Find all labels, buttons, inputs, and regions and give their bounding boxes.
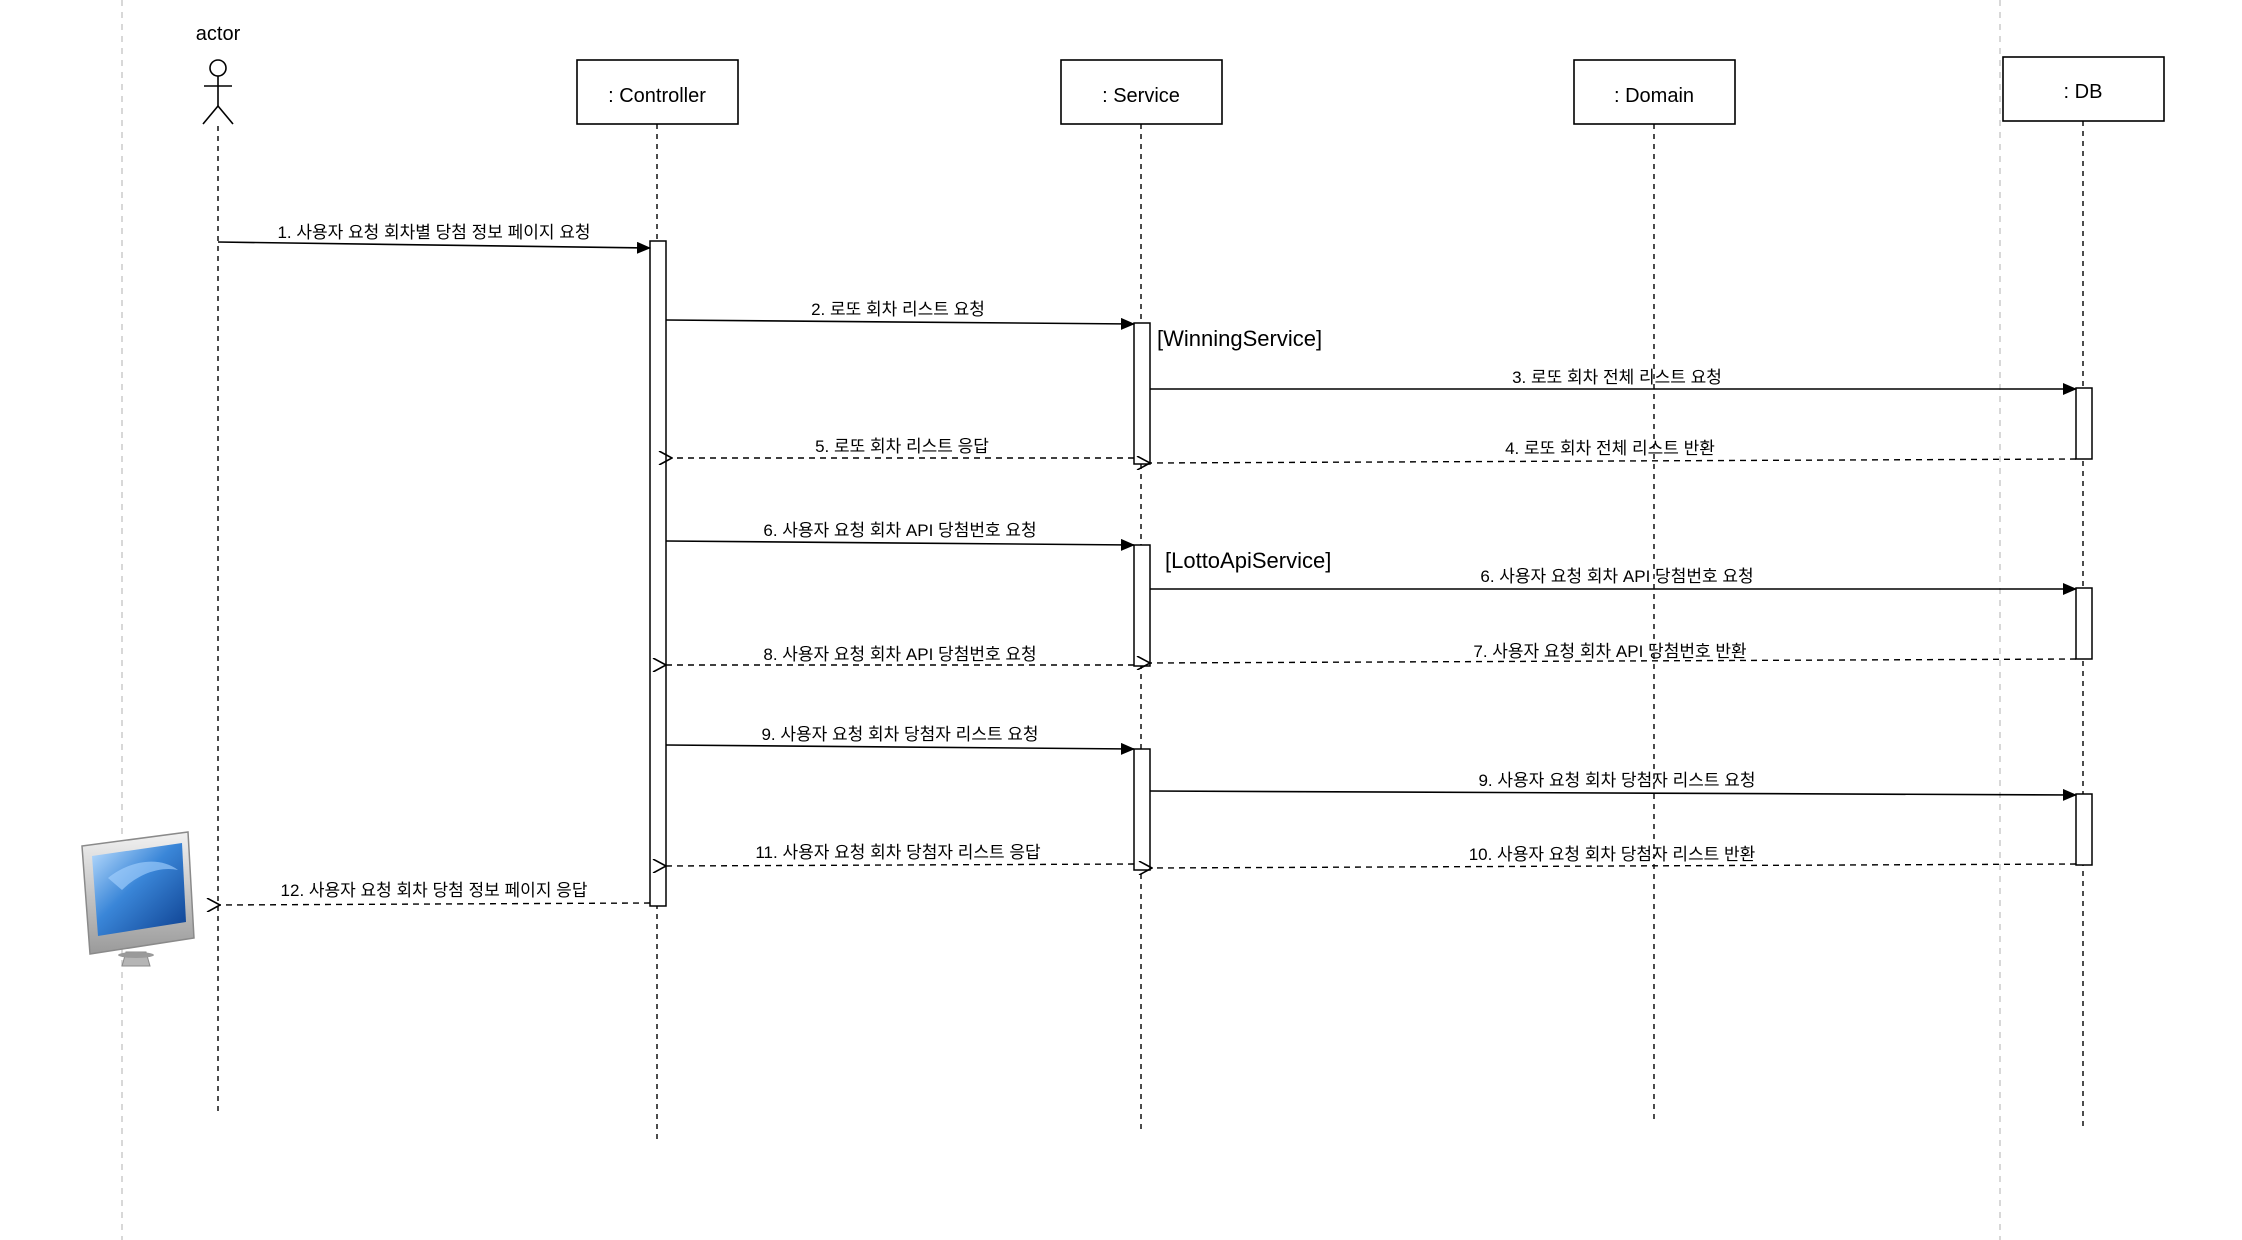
message-9b-label: 9. 사용자 요청 회차 당첨자 리스트 요청 bbox=[1478, 771, 1755, 790]
db-activation-3 bbox=[2075, 793, 2093, 866]
note-lotto-api-service: [LottoApiService] bbox=[1165, 548, 1331, 573]
participant-service: : Service bbox=[1060, 59, 1223, 125]
message-7: 7. 사용자 요청 회차 API 당첨번호 반환 bbox=[1150, 642, 2077, 663]
actor: actor bbox=[196, 23, 241, 125]
participant-db-label: : DB bbox=[2064, 81, 2103, 103]
message-2-label: 2. 로또 회차 리스트 요청 bbox=[811, 300, 985, 319]
message-1: 1. 사용자 요청 회차별 당첨 정보 페이지 요청 bbox=[217, 223, 651, 254]
participant-controller: : Controller bbox=[576, 59, 739, 125]
message-5: 5. 로또 회차 리스트 응답 bbox=[672, 437, 1134, 458]
message-5-label: 5. 로또 회차 리스트 응답 bbox=[815, 437, 989, 456]
controller-activation bbox=[649, 240, 667, 907]
actor-label: actor bbox=[196, 23, 241, 45]
message-10-label: 10. 사용자 요청 회차 당첨자 리스트 반환 bbox=[1469, 845, 1756, 864]
message-6a-label: 6. 사용자 요청 회차 API 당첨번호 요청 bbox=[763, 521, 1036, 540]
actor-head-icon bbox=[209, 59, 227, 77]
participant-domain-label: : Domain bbox=[1614, 85, 1694, 107]
service-activation-2 bbox=[1133, 544, 1151, 667]
participant-domain: : Domain bbox=[1573, 59, 1736, 125]
message-11: 11. 사용자 요청 회차 당첨자 리스트 응답 bbox=[666, 843, 1135, 866]
message-10: 10. 사용자 요청 회차 당첨자 리스트 반환 bbox=[1152, 845, 2077, 868]
message-4-label: 4. 로또 회차 전체 리스트 반환 bbox=[1505, 439, 1715, 458]
db-activation-2 bbox=[2075, 587, 2093, 660]
message-1-label: 1. 사용자 요청 회차별 당첨 정보 페이지 요청 bbox=[277, 223, 590, 242]
message-9b: 9. 사용자 요청 회차 당첨자 리스트 요청 bbox=[1149, 771, 2077, 801]
message-6b: 6. 사용자 요청 회차 API 당첨번호 요청 bbox=[1150, 567, 2077, 595]
message-6b-label: 6. 사용자 요청 회차 API 당첨번호 요청 bbox=[1480, 567, 1753, 586]
participant-controller-label: : Controller bbox=[608, 85, 706, 107]
db-activation-1 bbox=[2075, 387, 2093, 460]
message-3-label: 3. 로또 회차 전체 리스트 요청 bbox=[1512, 368, 1722, 387]
message-12-label: 12. 사용자 요청 회차 당첨 정보 페이지 응답 bbox=[281, 881, 588, 900]
message-11-label: 11. 사용자 요청 회차 당첨자 리스트 응답 bbox=[755, 843, 1041, 862]
message-7-label: 7. 사용자 요청 회차 API 당첨번호 반환 bbox=[1473, 642, 1746, 661]
message-4: 4. 로또 회차 전체 리스트 반환 bbox=[1150, 439, 2077, 463]
service-activation-3 bbox=[1133, 748, 1151, 871]
message-2: 2. 로또 회차 리스트 요청 bbox=[665, 300, 1135, 330]
message-8: 8. 사용자 요청 회차 API 당첨번호 요청 bbox=[666, 645, 1134, 665]
message-6a: 6. 사용자 요청 회차 API 당첨번호 요청 bbox=[665, 521, 1135, 551]
participant-db: : DB bbox=[2002, 56, 2165, 122]
participant-service-label: : Service bbox=[1102, 85, 1180, 107]
service-activation-1 bbox=[1133, 322, 1151, 465]
message-3: 3. 로또 회차 전체 리스트 요청 bbox=[1150, 368, 2077, 395]
message-8-label: 8. 사용자 요청 회차 API 당첨번호 요청 bbox=[763, 645, 1036, 664]
message-9a-label: 9. 사용자 요청 회차 당첨자 리스트 요청 bbox=[761, 725, 1038, 744]
message-9a: 9. 사용자 요청 회차 당첨자 리스트 요청 bbox=[665, 725, 1135, 755]
note-winning-service: [WinningService] bbox=[1157, 326, 1322, 351]
message-12: 12. 사용자 요청 회차 당첨 정보 페이지 응답 bbox=[220, 881, 651, 905]
monitor-icon bbox=[81, 831, 195, 967]
